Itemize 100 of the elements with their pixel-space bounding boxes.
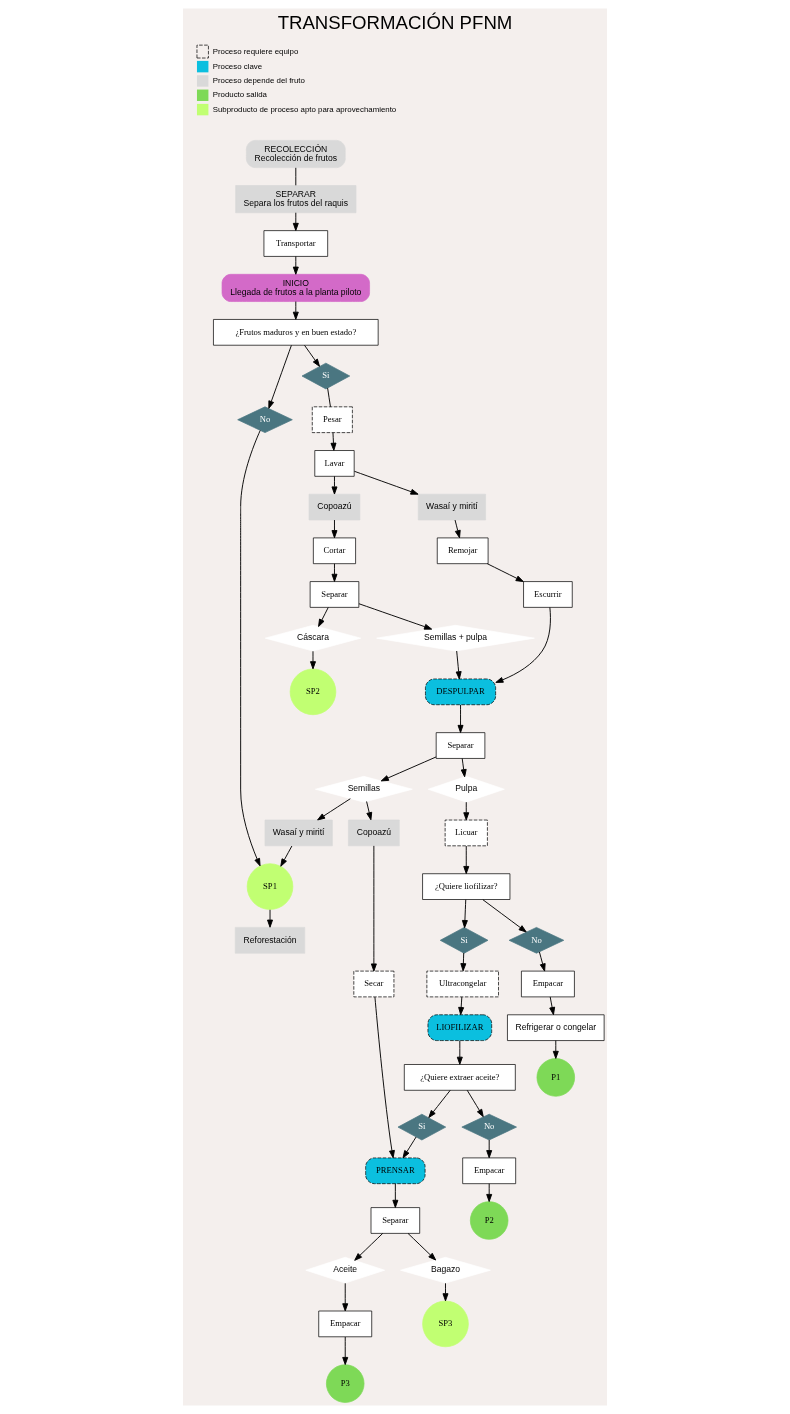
arrow (292, 301, 299, 320)
node-diamond: Si (439, 927, 489, 954)
node-circle: P3 (326, 1364, 365, 1403)
arrow (366, 801, 373, 821)
arrow (342, 1336, 349, 1366)
arrow (304, 344, 320, 367)
node-box: Copoazú (348, 819, 400, 847)
node-box: Empacar (521, 970, 575, 998)
arrow (458, 996, 465, 1016)
arrow (358, 603, 433, 630)
arrow (342, 1282, 349, 1312)
node-box: SEPARAR Separa los frutos del raquis (235, 185, 357, 214)
arrow (486, 1139, 493, 1159)
node-diamond: Pulpa (427, 776, 505, 803)
arrow (442, 1282, 449, 1302)
arrow (268, 344, 292, 409)
node-box: Transportar (263, 230, 329, 257)
arrow (354, 1232, 384, 1261)
legend-label: Producto salida (212, 90, 267, 100)
arrow (486, 563, 524, 583)
node-circle: SP3 (422, 1300, 469, 1348)
node-box: LIOFILIZAR (427, 1014, 493, 1041)
arrow (370, 845, 377, 972)
arrow (454, 519, 461, 539)
arrow (486, 1183, 493, 1203)
node-box: Pesar (311, 406, 353, 433)
arrow (267, 909, 273, 928)
arrow (331, 475, 338, 495)
legend-label: Proceso depende del fruto (212, 75, 305, 85)
arrow (374, 996, 395, 1159)
node-box: Ultracongelar (426, 970, 499, 998)
node-diamond: Bagazo (400, 1256, 491, 1284)
node-box: Separar (309, 581, 360, 608)
arrow (292, 255, 299, 275)
arrow (552, 1040, 559, 1059)
arrow (466, 1089, 484, 1118)
arrow (353, 470, 419, 495)
arrow (495, 607, 551, 683)
node-diamond: No (237, 406, 293, 433)
node-box: ¿Quiere liofilizar? (422, 873, 511, 900)
arrow (457, 704, 464, 733)
node-box: Refrigerar o congelar (507, 1014, 605, 1041)
arrow (330, 432, 337, 451)
node-box: Lavar (314, 450, 355, 477)
legend-label: Proceso requiere equipo (212, 46, 299, 56)
arrow (380, 756, 437, 782)
legend-label: Subproducto de proceso apto para aprovechamiento (212, 104, 397, 114)
node-box: DESPULPAR (425, 678, 496, 706)
node-circle: P1 (536, 1058, 575, 1097)
node-box: INICIO Llegada de frutos a la planta piloto (221, 273, 370, 302)
node-diamond: Si (301, 362, 351, 390)
node-box: Empacar (462, 1157, 517, 1185)
node-circle: P2 (469, 1201, 509, 1240)
node-box: Reforestación (234, 927, 306, 954)
node-box: PRENSAR (365, 1157, 426, 1185)
connector (295, 167, 297, 186)
arrow (549, 996, 556, 1016)
node-diamond: Cáscara (264, 624, 362, 652)
node-box: Cortar (313, 537, 356, 565)
arrow (292, 212, 299, 231)
arrow (428, 1089, 451, 1119)
arrow (402, 1136, 417, 1159)
arrow (456, 1040, 463, 1065)
arrow (331, 563, 338, 582)
node-box: Escurrir (523, 581, 573, 608)
node-box: ¿Quiere extraer aceite? (403, 1064, 516, 1091)
node-box: Empacar (318, 1310, 373, 1338)
node-diamond: Si (397, 1113, 447, 1141)
node-box: Wasaí y mirití (264, 819, 333, 847)
arrow (310, 650, 316, 670)
node-box: ¿Frutos maduros y en buen estado? (213, 319, 379, 346)
arrow (460, 758, 467, 778)
arrow (392, 1183, 399, 1208)
node-diamond: No (461, 1113, 517, 1141)
arrow (317, 798, 351, 821)
node-diamond: Aceite (305, 1256, 386, 1284)
arrow (461, 899, 468, 929)
arrow (455, 650, 462, 680)
arrow (318, 606, 329, 627)
diagram-title: TRANSFORMACIÓN PFNM (277, 12, 513, 34)
arrow (240, 430, 261, 867)
arrow (407, 1232, 437, 1261)
node-box: Remojar (436, 537, 489, 565)
node-circle: SP1 (246, 863, 294, 910)
connector (327, 387, 331, 408)
node-box: Copoazú (308, 493, 361, 521)
arrow (463, 845, 470, 875)
node-box: Licuar (444, 819, 488, 847)
arrow (482, 899, 527, 933)
arrow (538, 951, 546, 972)
arrow (280, 845, 293, 867)
node-box: Secar (353, 970, 395, 998)
node-box: Wasaí y mirití (417, 493, 486, 521)
node-box: Separar (370, 1207, 421, 1234)
arrow (463, 801, 470, 821)
node-box: RECOLECCIÓN Recolección de frutos (246, 140, 346, 168)
arrow (460, 952, 467, 972)
node-box: Separar (435, 732, 486, 759)
legend-label: Proceso clave (212, 61, 263, 71)
arrow (331, 519, 338, 539)
